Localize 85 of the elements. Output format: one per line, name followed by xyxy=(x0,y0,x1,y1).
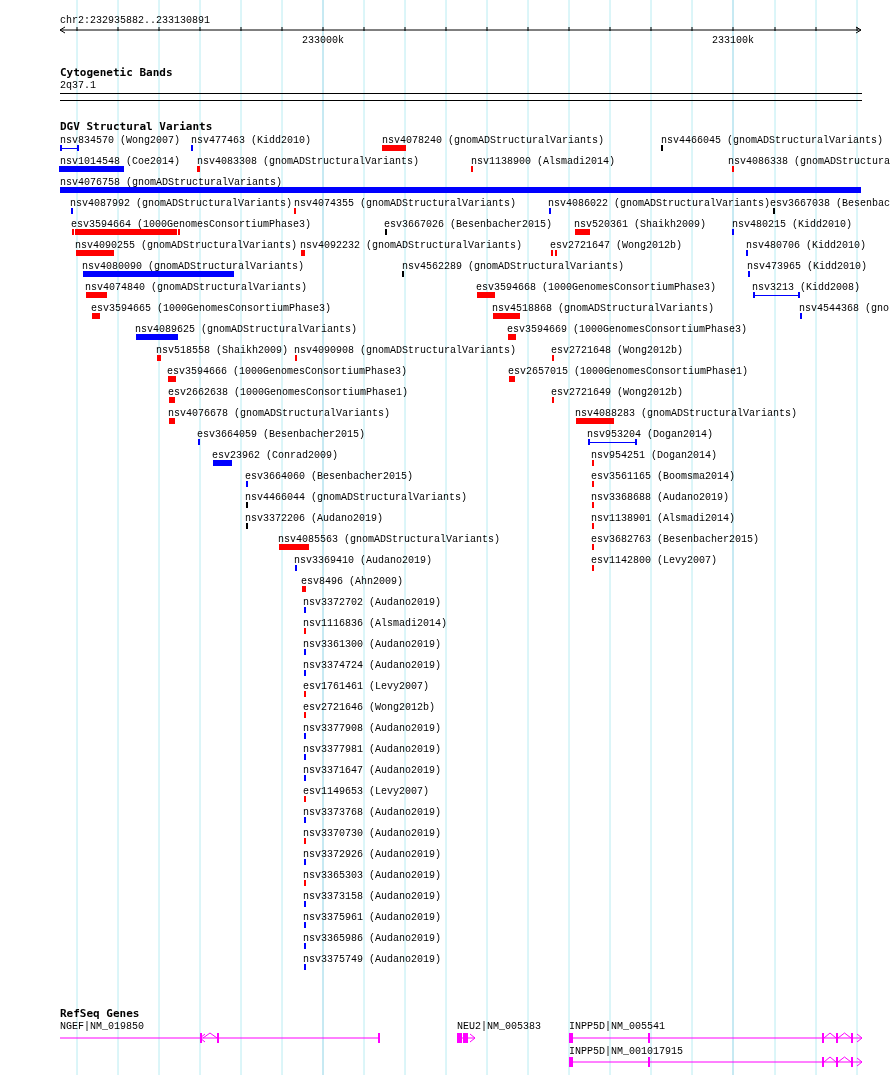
variant-label: esv3594668 (1000GenomesConsortiumPhase3) xyxy=(476,282,717,293)
variant-label: nsv3377908 (Audano2019) xyxy=(303,723,442,734)
variant-label: nsv473965 (Kidd2010) xyxy=(747,261,868,272)
variant-label: esv2662638 (1000GenomesConsortiumPhase1) xyxy=(168,387,409,398)
variant-label: esv3594665 (1000GenomesConsortiumPhase3) xyxy=(91,303,332,314)
track-title: DGV Structural Variants xyxy=(60,121,213,132)
variant-label: esv1142800 (Levy2007) xyxy=(591,555,718,566)
band-label: 2q37.1 xyxy=(60,80,96,91)
variant-label: esv3664060 (Besenbacher2015) xyxy=(245,471,414,482)
variant-label: nsv4076678 (gnomADStructuralVariants) xyxy=(168,408,391,419)
variant-label: nsv4518868 (gnomADStructuralVariants) xyxy=(492,303,715,314)
variant-label: nsv3365303 (Audano2019) xyxy=(303,870,442,881)
variant-label: esv1149653 (Levy2007) xyxy=(303,786,430,797)
variant-label: nsv4087992 (gnomADStructuralVariants) xyxy=(70,198,293,209)
variant-label: nsv4074355 (gnomADStructuralVariants) xyxy=(294,198,517,209)
variant-label: nsv3368688 (Audano2019) xyxy=(591,492,730,503)
variant-label: nsv520361 (Shaikh2009) xyxy=(574,219,707,230)
variant-label: nsv3371647 (Audano2019) xyxy=(303,765,442,776)
variant-label: nsv4466045 (gnomADStructuralVariants) xyxy=(661,135,884,146)
variant-label: esv3682763 (Besenbacher2015) xyxy=(591,534,760,545)
variant-label: nsv4090908 (gnomADStructuralVariants) xyxy=(294,345,517,356)
variant-label: nsv954251 (Dogan2014) xyxy=(591,450,718,461)
variant-label: nsv3373768 (Audano2019) xyxy=(303,807,442,818)
variant-label: esv2721647 (Wong2012b) xyxy=(550,240,683,251)
variant-label: esv3594664 (1000GenomesConsortiumPhase3) xyxy=(71,219,312,230)
variant-label: esv3561165 (Boomsma2014) xyxy=(591,471,736,482)
variant-label: esv8496 (Ahn2009) xyxy=(301,576,404,587)
variant-label: nsv3361300 (Audano2019) xyxy=(303,639,442,650)
variant-label: nsv4076758 (gnomADStructuralVariants) xyxy=(60,177,283,188)
variant-label: esv3664059 (Besenbacher2015) xyxy=(197,429,366,440)
variant-label: esv3594669 (1000GenomesConsortiumPhase3) xyxy=(507,324,748,335)
tick-label: 233100k xyxy=(712,35,754,46)
variant-label: nsv3374724 (Audano2019) xyxy=(303,660,442,671)
variant-label: esv2721646 (Wong2012b) xyxy=(303,702,436,713)
variant-label: nsv3375961 (Audano2019) xyxy=(303,912,442,923)
gene-label: NEU2|NM_005383 xyxy=(457,1021,541,1032)
variant-label: nsv3373158 (Audano2019) xyxy=(303,891,442,902)
variant-label: nsv480706 (Kidd2010) xyxy=(746,240,867,251)
variant-label: nsv1116836 (Alsmadi2014) xyxy=(303,618,448,629)
variant-label: nsv3372206 (Audano2019) xyxy=(245,513,384,524)
variant-label: nsv480215 (Kidd2010) xyxy=(732,219,853,230)
locus-title: chr2:232935882..233130891 xyxy=(60,15,211,26)
variant-label: nsv4088283 (gnomADStructuralVariants) xyxy=(575,408,798,419)
variant-label: nsv3370730 (Audano2019) xyxy=(303,828,442,839)
variant-label: nsv3372926 (Audano2019) xyxy=(303,849,442,860)
variant-label: nsv4089625 (gnomADStructuralVariants) xyxy=(135,324,358,335)
variant-label: nsv477463 (Kidd2010) xyxy=(191,135,312,146)
variant-label: nsv4074840 (gnomADStructuralVariants) xyxy=(85,282,308,293)
variant-label: esv3667026 (Besenbacher2015) xyxy=(384,219,553,230)
variant-label: nsv4544368 (gno xyxy=(799,303,889,314)
variant-label: nsv4080090 (gnomADStructuralVariants) xyxy=(82,261,305,272)
variant-label: nsv834570 (Wong2007) xyxy=(60,135,181,146)
variant-label: nsv1138901 (Alsmadi2014) xyxy=(591,513,736,524)
variant-label: nsv4086022 (gnomADStructuralVariants) xyxy=(548,198,771,209)
variant-label: nsv4562289 (gnomADStructuralVariants) xyxy=(402,261,625,272)
variant-label: nsv4090255 (gnomADStructuralVariants) xyxy=(75,240,298,251)
variant-label: nsv3377981 (Audano2019) xyxy=(303,744,442,755)
variant-label: esv2721649 (Wong2012b) xyxy=(551,387,684,398)
variant-label: nsv4092232 (gnomADStructuralVariants) xyxy=(300,240,523,251)
variant-label: nsv1014548 (Coe2014) xyxy=(60,156,181,167)
variant-label: esv3667038 (Besenbac xyxy=(770,198,890,209)
variant-label: nsv518558 (Shaikh2009) xyxy=(156,345,289,356)
gene-label: NGEF|NM_019850 xyxy=(60,1021,144,1032)
track-title: RefSeq Genes xyxy=(60,1008,140,1019)
variant-label: nsv3365986 (Audano2019) xyxy=(303,933,442,944)
variant-label: esv2657015 (1000GenomesConsortiumPhase1) xyxy=(508,366,749,377)
track-title: Cytogenetic Bands xyxy=(60,67,173,78)
variant-label: esv2721648 (Wong2012b) xyxy=(551,345,684,356)
variant-label: nsv3372702 (Audano2019) xyxy=(303,597,442,608)
gene-label: INPP5D|NM_005541 xyxy=(569,1021,665,1032)
variant-label: nsv4083308 (gnomADStructuralVariants) xyxy=(197,156,420,167)
variant-label: nsv3213 (Kidd2008) xyxy=(752,282,861,293)
variant-label: nsv1138900 (Alsmadi2014) xyxy=(471,156,616,167)
variant-label: nsv4086338 (gnomADStructura xyxy=(728,156,890,167)
variant-label: esv3594666 (1000GenomesConsortiumPhase3) xyxy=(167,366,408,377)
variant-label: nsv3375749 (Audano2019) xyxy=(303,954,442,965)
variant-label: nsv4085563 (gnomADStructuralVariants) xyxy=(278,534,501,545)
variant-label: nsv953204 (Dogan2014) xyxy=(587,429,714,440)
variant-label: esv23962 (Conrad2009) xyxy=(212,450,339,461)
gene-label: INPP5D|NM_001017915 xyxy=(569,1046,684,1057)
variant-label: nsv4466044 (gnomADStructuralVariants) xyxy=(245,492,468,503)
variant-label: esv1761461 (Levy2007) xyxy=(303,681,430,692)
variant-label: nsv3369410 (Audano2019) xyxy=(294,555,433,566)
tick-label: 233000k xyxy=(302,35,344,46)
variant-label: nsv4078240 (gnomADStructuralVariants) xyxy=(382,135,605,146)
